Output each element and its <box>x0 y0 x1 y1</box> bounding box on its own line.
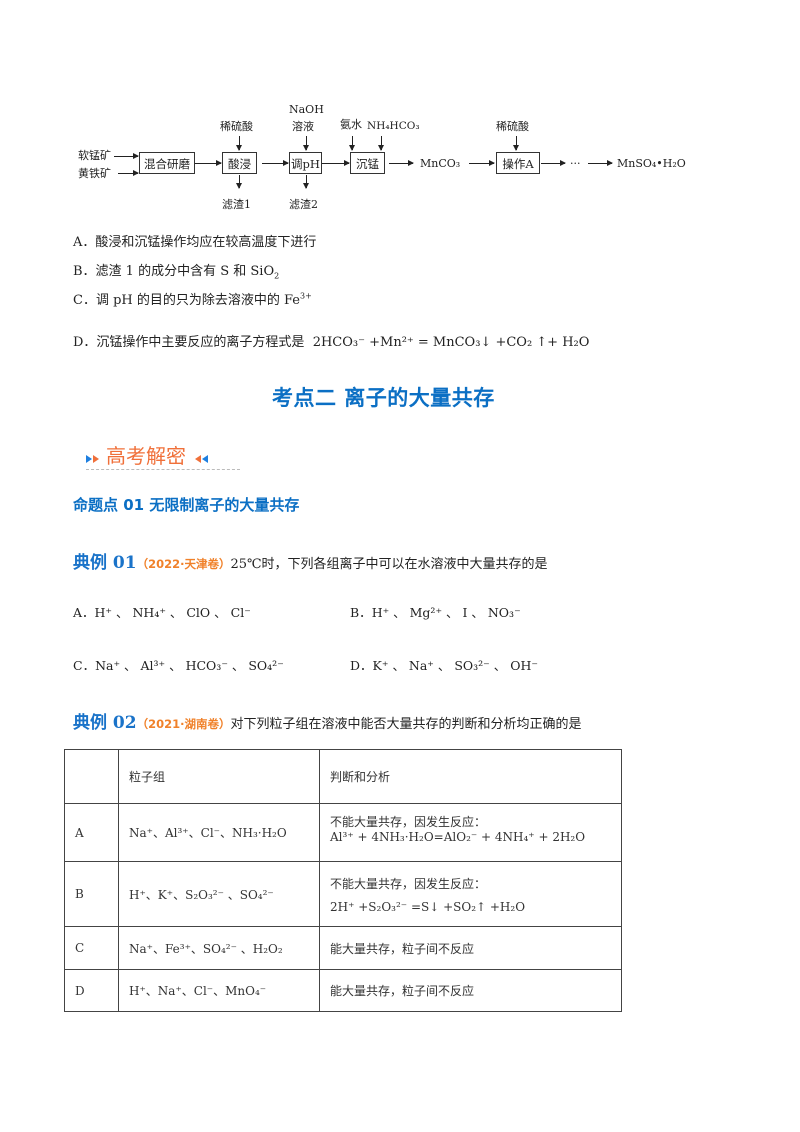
example-01-option-d: D．K⁺ 、 Na⁺ 、 SO₃²⁻ 、 OH⁻ <box>350 655 538 674</box>
triangle-right-icon <box>93 454 99 463</box>
table-cell-analysis: 能大量共存，粒子间不反应 <box>319 926 622 970</box>
table-cell-particles: H⁺、Na⁺、Cl⁻、MnO₄⁻ <box>118 969 320 1012</box>
option-letter: D． <box>350 658 373 673</box>
triangle-left-icon <box>195 454 201 463</box>
arrow-right-icon <box>469 160 495 166</box>
flow-input-pyrolusite: 软锰矿 <box>78 149 111 162</box>
analysis-line: 不能大量共存，因发生反应： <box>330 815 487 829</box>
banner-divider <box>86 469 240 470</box>
flow-step-acid-leach: 酸浸 <box>222 152 257 174</box>
arrow-right-icon <box>588 160 613 166</box>
arrow-down-icon <box>236 175 242 189</box>
flow-reagent-naoh-solution: 溶液 <box>292 120 314 133</box>
option-a: A．酸浸和沉锰操作均应在较高温度下进行 <box>73 235 317 250</box>
example-02-label: 典例 02 <box>73 713 137 733</box>
table-cell-option: C <box>64 926 119 970</box>
table-cell-particles: H⁺、K⁺、S₂O₃²⁻ 、SO₄²⁻ <box>118 861 320 927</box>
flow-residue-1: 滤渣1 <box>222 198 251 211</box>
table-header-cell <box>64 749 119 804</box>
arrow-down-icon <box>513 136 519 151</box>
section-title: 考点二 离子的大量共存 <box>272 386 495 410</box>
option-letter: A． <box>73 605 95 620</box>
option-c-sup: 3+ <box>300 291 312 301</box>
arrow-right-icon <box>114 153 139 159</box>
analysis-equation: 2H⁺ +S₂O₃²⁻ =S↓ +SO₂↑ +H₂O <box>330 899 526 914</box>
flow-input-pyrite: 黄铁矿 <box>78 167 111 180</box>
example-01-header: 典例 01（2022·天津卷）25℃时，下列各组离子中可以在水溶液中大量共存的是 <box>73 548 548 573</box>
flow-step-grinding: 混合研磨 <box>139 152 195 174</box>
table-header-row: 粒子组 判断和分析 <box>64 749 622 804</box>
option-ions: H⁺ 、 NH₄⁺ 、 ClO 、 Cl⁻ <box>94 605 251 620</box>
flow-intermediate-mnco3: MnCO₃ <box>420 157 461 170</box>
flow-reagent-dilute-h2so4: 稀硫酸 <box>220 120 253 133</box>
arrow-right-icon <box>322 160 350 166</box>
example-01-option-a: A．H⁺ 、 NH₄⁺ 、 ClO 、 Cl⁻ <box>73 602 251 621</box>
flow-reagent-nh4hco3: NH₄HCO₃ <box>367 120 420 132</box>
table-cell-analysis: 能大量共存，粒子间不反应 <box>319 969 622 1012</box>
option-ions: Na⁺ 、 Al³⁺ 、 HCO₃⁻ 、 SO₄²⁻ <box>95 658 284 673</box>
flow-step-operation-a: 操作A <box>496 152 540 174</box>
arrow-right-icon <box>195 160 222 166</box>
table-row: B H⁺、K⁺、S₂O₃²⁻ 、SO₄²⁻ 不能大量共存，因发生反应： 2H⁺ … <box>64 861 622 927</box>
table-cell-analysis: 不能大量共存，因发生反应： Al³⁺ + 4NH₃·H₂O=AlO₂⁻ + 4N… <box>319 803 622 862</box>
flow-step-mn-precipitation: 沉锰 <box>350 152 385 174</box>
arrow-down-icon <box>236 136 242 151</box>
arrow-down-icon <box>378 136 384 151</box>
table-cell-option: A <box>64 803 119 862</box>
flow-product: MnSO₄•H₂O <box>617 157 686 170</box>
banner-title: 高考解密 <box>106 444 186 468</box>
flow-ellipsis: ··· <box>570 157 581 170</box>
arrow-right-icon <box>389 160 414 166</box>
table-cell-particles: Na⁺、Al³⁺、Cl⁻、NH₃·H₂O <box>118 803 320 862</box>
arrow-down-icon <box>303 136 309 151</box>
option-b: B．滤渣 1 的成分中含有 S 和 SiO2 <box>73 263 279 281</box>
example-01-label: 典例 01 <box>73 553 137 573</box>
analysis-line: 不能大量共存，因发生反应： <box>330 876 487 891</box>
arrow-right-icon <box>118 170 139 176</box>
triangle-right-icon <box>86 454 92 463</box>
flow-residue-2: 滤渣2 <box>289 198 318 211</box>
table-cell-option: D <box>64 969 119 1012</box>
example-02-source: （2021·湖南卷） <box>136 717 231 731</box>
example-01-question: 25℃时，下列各组离子中可以在水溶液中大量共存的是 <box>230 557 548 572</box>
option-c: C．调 pH 的目的只为除去溶液中的 Fe3+ <box>73 292 312 310</box>
triangle-left-icon <box>202 454 208 463</box>
table-cell-particles: Na⁺、Fe³⁺、SO₄²⁻ 、H₂O₂ <box>118 926 320 970</box>
arrow-down-icon <box>303 175 309 189</box>
banner-gaokao-jiemi: 高考解密 <box>86 440 208 469</box>
table-row: A Na⁺、Al³⁺、Cl⁻、NH₃·H₂O 不能大量共存，因发生反应： Al³… <box>64 803 622 862</box>
example-01-option-b: B．H⁺ 、 Mg²⁺ 、 I 、 NO₃⁻ <box>350 602 521 621</box>
option-d-text: D．沉锰操作中主要反应的离子方程式是 <box>73 335 305 350</box>
analysis-equation: Al³⁺ + 4NH₃·H₂O=AlO₂⁻ + 4NH₄⁺ + 2H₂O <box>330 830 586 844</box>
option-d: D．沉锰操作中主要反应的离子方程式是 2HCO₃⁻ +Mn²⁺ = MnCO₃↓… <box>73 334 589 352</box>
arrow-right-icon <box>262 160 289 166</box>
example-02-header: 典例 02（2021·湖南卷）对下列粒子组在溶液中能否大量共存的判断和分析均正确… <box>73 708 581 733</box>
table-row: C Na⁺、Fe³⁺、SO₄²⁻ 、H₂O₂ 能大量共存，粒子间不反应 <box>64 926 622 970</box>
flow-reagent-dilute-h2so4-2: 稀硫酸 <box>496 120 529 133</box>
option-c-text: C．调 pH 的目的只为除去溶液中的 Fe <box>73 293 301 308</box>
example-01-option-c: C．Na⁺ 、 Al³⁺ 、 HCO₃⁻ 、 SO₄²⁻ <box>73 655 284 674</box>
option-b-text: B．滤渣 1 的成分中含有 S 和 SiO <box>73 264 275 279</box>
flow-reagent-ammonia: 氨水 <box>340 118 362 131</box>
table-cell-option: B <box>64 861 119 927</box>
table-header-cell: 判断和分析 <box>319 749 622 804</box>
table-header-cell: 粒子组 <box>118 749 320 804</box>
option-letter: C． <box>73 658 96 673</box>
option-letter: B． <box>350 605 372 620</box>
subtopic-heading: 命题点 01 无限制离子的大量共存 <box>73 496 300 514</box>
arrow-down-icon <box>349 136 355 151</box>
table-row: D H⁺、Na⁺、Cl⁻、MnO₄⁻ 能大量共存，粒子间不反应 <box>64 969 622 1012</box>
arrow-right-icon <box>541 160 566 166</box>
option-d-equation: 2HCO₃⁻ +Mn²⁺ = MnCO₃↓ +CO₂ ↑+ H₂O <box>312 335 590 350</box>
coexistence-analysis-table: 粒子组 判断和分析 A Na⁺、Al³⁺、Cl⁻、NH₃·H₂O 不能大量共存，… <box>64 749 622 1012</box>
example-02-question: 对下列粒子组在溶液中能否大量共存的判断和分析均正确的是 <box>230 717 582 732</box>
flow-reagent-naoh: NaOH <box>289 103 324 116</box>
example-01-source: （2022·天津卷） <box>136 557 231 571</box>
flow-step-adjust-ph: 调pH <box>289 152 322 174</box>
option-b-sub: 2 <box>274 271 280 281</box>
table-cell-analysis: 不能大量共存，因发生反应： 2H⁺ +S₂O₃²⁻ =S↓ +SO₂↑ +H₂O <box>319 861 622 927</box>
option-ions: H⁺ 、 Mg²⁺ 、 I 、 NO₃⁻ <box>371 605 521 620</box>
option-ions: K⁺ 、 Na⁺ 、 SO₃²⁻ 、 OH⁻ <box>372 658 538 673</box>
